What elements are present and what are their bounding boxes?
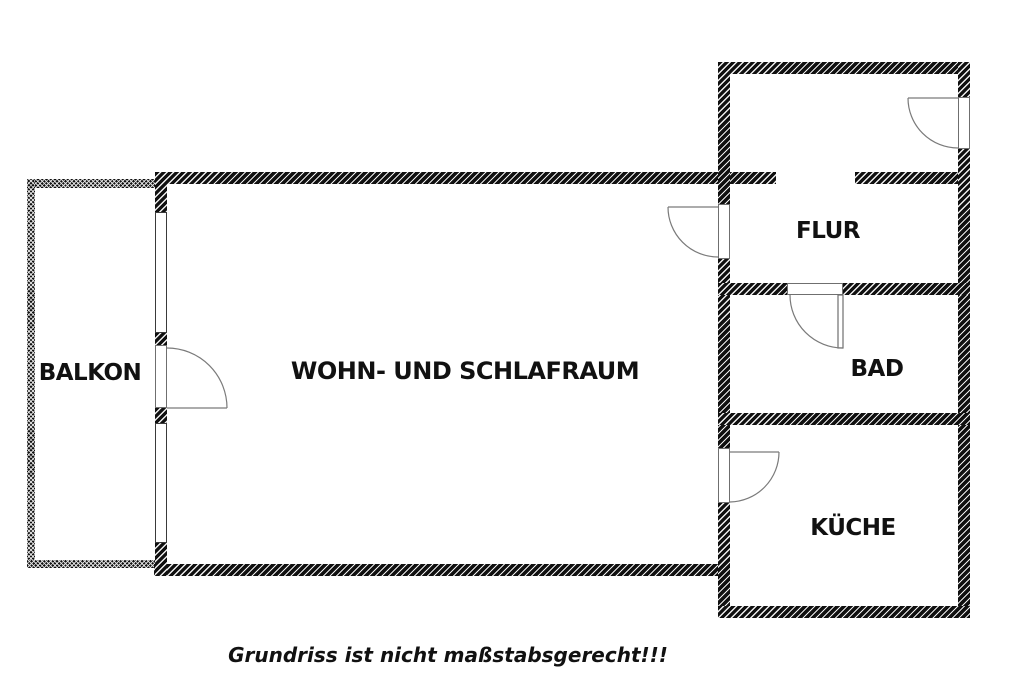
balkon-wall-left [27,179,35,568]
wall-wohn-left-c [155,408,167,423]
room-label-kueche: KÜCHE [810,515,896,541]
wall-block-left-a [718,62,730,204]
scale-disclaimer: Grundriss ist nicht maßstabsgerecht!!! [228,643,668,667]
wohn-flur-door-opening [718,204,730,259]
wall-wohn-left-d [155,543,167,576]
balkon-window-upper [155,212,167,333]
flur-bad-door-opening [787,283,843,295]
flur-bad-door [789,294,844,349]
wall-block-bottom [718,606,970,618]
wohn-flur-door [667,206,719,258]
entrance-door [907,97,959,149]
room-label-flur: FLUR [796,218,860,244]
wall-block-right-a [958,62,970,97]
wall-wohn-left-b [155,333,167,345]
wall-flur-bad-a [718,283,787,295]
wall-block-left-b [718,259,730,448]
room-label-balkon: BALKON [38,360,142,386]
entrance-door-opening [958,97,970,149]
wall-flur-partition [855,172,958,184]
wall-wohn-top [155,172,776,184]
wall-wohn-left-a [155,172,167,212]
wall-block-right-b [958,149,970,618]
balkon-door [166,347,228,409]
balkon-window-lower [155,423,167,543]
balkon-door-opening [155,345,167,408]
kueche-door-opening [718,448,730,503]
balkon-wall-bottom [27,560,155,568]
wall-block-top [718,62,970,74]
wall-block-left-c [718,503,730,618]
room-label-bad: BAD [850,356,904,382]
wall-wohn-bottom [154,564,718,576]
balkon-wall-top [27,179,155,188]
wall-bad-kueche [718,413,970,425]
wall-flur-bad-b [843,283,970,295]
kueche-door [729,451,780,503]
room-label-wohn-schlafraum: WOHN- UND SCHLAFRAUM [290,357,640,385]
